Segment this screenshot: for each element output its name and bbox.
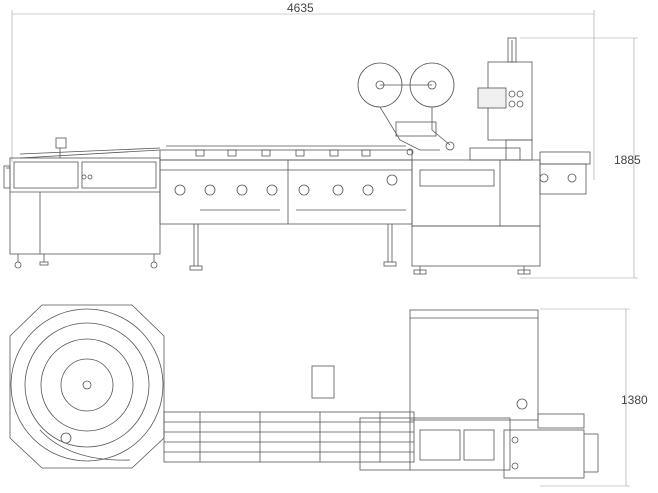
main-body	[411, 37, 541, 275]
plan-discharge	[503, 413, 599, 479]
machine-width-label: 1380	[621, 393, 648, 407]
chain-conveyor	[159, 145, 413, 271]
rotary-table	[9, 304, 165, 469]
film-reels	[357, 62, 455, 156]
plan-cabinet	[359, 309, 539, 471]
side-view	[3, 37, 591, 275]
machine-height-label: 1885	[614, 153, 641, 167]
discharge-conveyor	[539, 151, 591, 195]
dimension-lines	[11, 10, 638, 487]
top-view	[9, 304, 599, 479]
overall-length-label: 4635	[287, 1, 314, 15]
plan-conveyor	[163, 365, 415, 463]
infeed-cabinet	[3, 137, 161, 269]
